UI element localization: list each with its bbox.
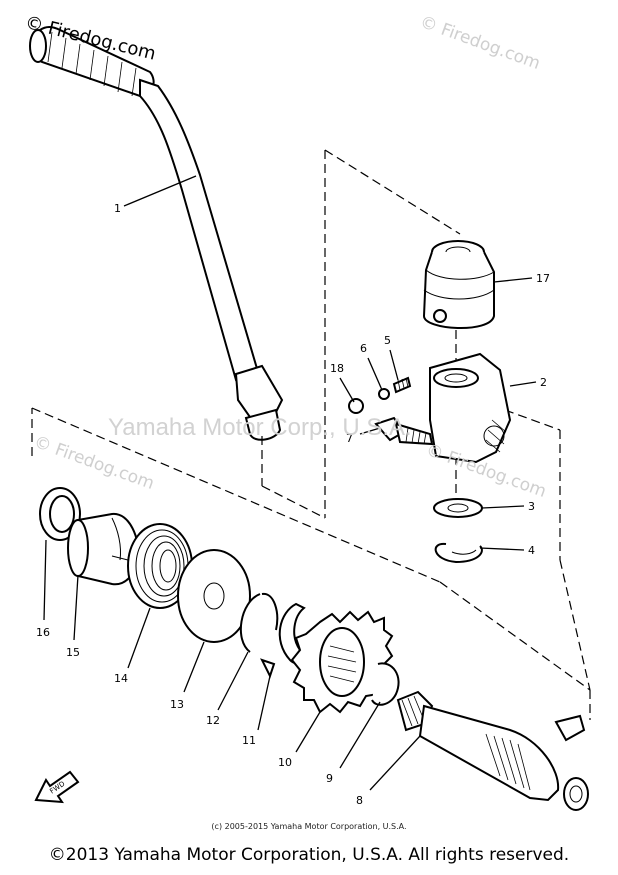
part-label-16: 16 xyxy=(36,626,50,639)
kick-boss-17 xyxy=(422,240,495,329)
part-labels: 1 17 2 5 6 18 7 3 4 16 15 14 13 12 11 10… xyxy=(36,202,550,807)
small-copyright: (c) 2005-2015 Yamaha Motor Corporation, … xyxy=(211,822,407,831)
part-label-10: 10 xyxy=(278,756,292,769)
ratchet-2 xyxy=(429,352,512,464)
kick-axle-8 xyxy=(396,690,589,811)
bolt-7 xyxy=(374,416,434,446)
circlip-12 xyxy=(240,592,279,653)
part-label-17: 17 xyxy=(536,272,550,285)
oil-seal-16 xyxy=(39,487,81,541)
part-label-6: 6 xyxy=(360,342,367,355)
leader-lines xyxy=(43,175,537,791)
part-label-13: 13 xyxy=(170,698,184,711)
part-label-3: 3 xyxy=(528,500,535,513)
part-label-4: 4 xyxy=(528,544,535,557)
part-label-9: 9 xyxy=(326,772,333,785)
part-label-11: 11 xyxy=(242,734,256,747)
watermark-center: Yamaha Motor Corp., U.S.A. xyxy=(108,414,412,441)
kick-lever xyxy=(29,26,284,441)
fwd-arrow-icon: FWD xyxy=(34,770,80,804)
small-parts xyxy=(348,376,412,414)
circlip-4 xyxy=(434,542,483,564)
part-label-12: 12 xyxy=(206,714,220,727)
plate-13 xyxy=(177,549,251,643)
part-label-8: 8 xyxy=(356,794,363,807)
part-label-1: 1 xyxy=(114,202,121,215)
part-label-2: 2 xyxy=(540,376,547,389)
part-label-14: 14 xyxy=(114,672,128,685)
copyright-notice: ©2013 Yamaha Motor Corporation, U.S.A. A… xyxy=(48,845,570,865)
reference-lines xyxy=(31,149,591,720)
circlip-9 xyxy=(371,662,400,706)
washer-3 xyxy=(433,498,483,518)
part-label-18: 18 xyxy=(330,362,344,375)
kick-gear-10 xyxy=(290,610,394,714)
part-label-5: 5 xyxy=(384,334,391,347)
collar-15 xyxy=(67,512,140,586)
part-label-7: 7 xyxy=(346,432,353,445)
part-label-15: 15 xyxy=(66,646,80,659)
